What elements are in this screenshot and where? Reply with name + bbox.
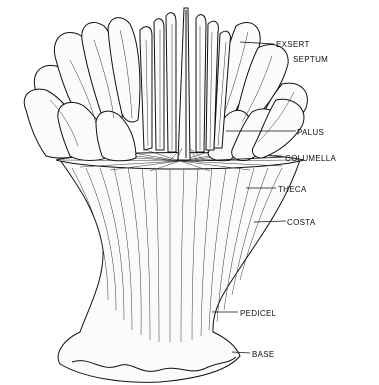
label-base: BASE (252, 350, 275, 359)
exsert-septa (24, 18, 307, 161)
label-exsert: EXSERT (276, 40, 310, 49)
label-columella: COLUMELLA (285, 154, 337, 163)
label-septum: SEPTUM (293, 55, 328, 64)
label-theca: THECA (278, 185, 307, 194)
label-costa: COSTA (287, 218, 316, 227)
calice-body-outline (58, 160, 300, 382)
label-pedicel: PEDICEL (240, 309, 277, 318)
label-palus: PALUS (297, 128, 324, 137)
corallite-body (58, 160, 300, 382)
